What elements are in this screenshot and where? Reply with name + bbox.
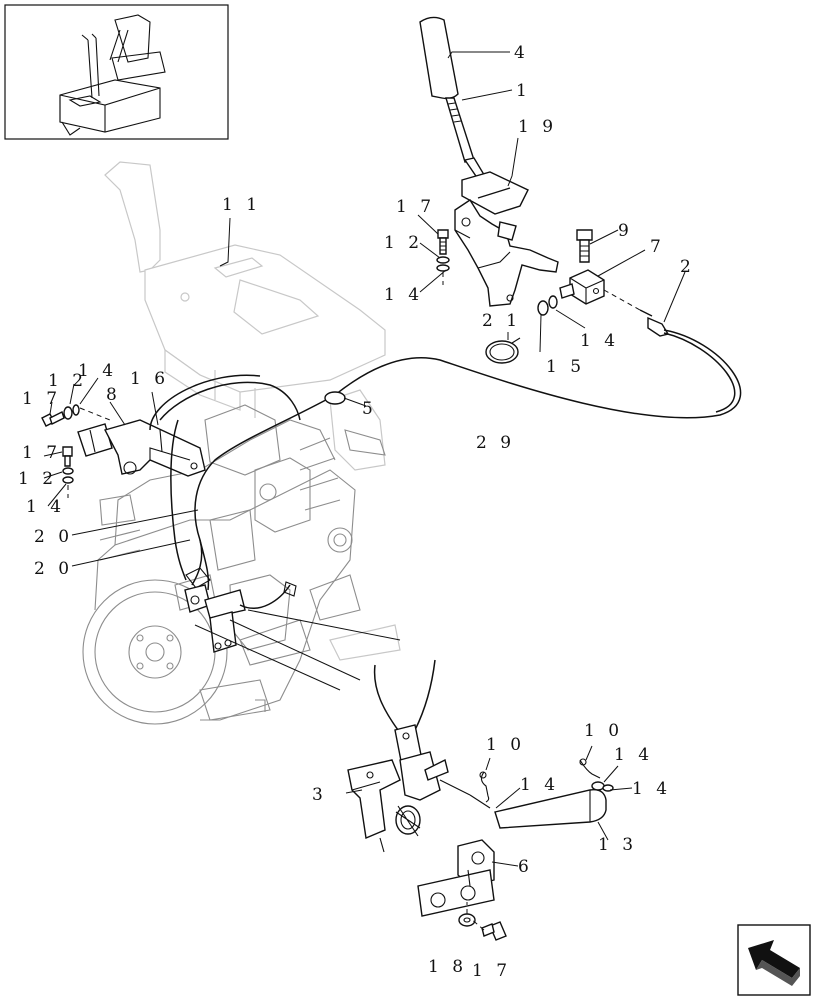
callout-20-upper: 2 0 xyxy=(34,527,73,547)
cable-routing-engine xyxy=(170,419,401,691)
washer-18[interactable] xyxy=(458,902,476,927)
callout-19: 1 9 xyxy=(518,117,557,137)
callout-12-top: 1 2 xyxy=(384,233,423,253)
machine-locator-thumbnail[interactable] xyxy=(4,4,229,140)
callout-8: 8 xyxy=(106,385,121,405)
cable-hose-lower xyxy=(373,659,436,731)
callout-17-left-lower: 1 7 xyxy=(22,443,61,463)
callout-14-left-lower: 1 4 xyxy=(26,497,65,517)
callout-21: 2 1 xyxy=(482,311,521,331)
callout-14-right-upper: 1 4 xyxy=(614,745,653,765)
callout-5: 5 xyxy=(362,399,377,419)
o-ring-15[interactable] xyxy=(537,295,558,316)
plate-6[interactable] xyxy=(417,839,495,917)
callout-12-left-upper: 1 2 xyxy=(48,371,87,391)
callout-18: 1 8 xyxy=(428,957,467,977)
callout-labels: 4 1 1 9 1 7 1 2 1 4 9 7 2 2 1 1 4 1 5 5 … xyxy=(18,43,695,981)
callout-3: 3 xyxy=(312,785,327,805)
callout-17-top: 1 7 xyxy=(396,197,435,217)
callout-16: 1 6 xyxy=(130,369,169,389)
callout-10-left: 1 0 xyxy=(486,735,525,755)
cotter-pin-10-right[interactable] xyxy=(579,758,601,779)
leader-lines xyxy=(43,51,686,867)
bolt-17-bottom[interactable] xyxy=(469,917,507,941)
callout-20-lower: 2 0 xyxy=(34,559,73,579)
link-rod-13[interactable] xyxy=(494,781,614,829)
cotter-pin-10-left[interactable] xyxy=(479,771,490,803)
bracket-3[interactable] xyxy=(347,759,401,853)
ghost-operator-console xyxy=(104,161,386,418)
callout-14-link: 1 4 xyxy=(520,775,559,795)
callout-6: 6 xyxy=(518,857,533,877)
actuator-lever-assembly[interactable] xyxy=(394,724,491,837)
pivot-block-7[interactable] xyxy=(559,269,641,311)
callout-17-bottom: 1 7 xyxy=(472,961,511,981)
bolt-17-left-lower[interactable] xyxy=(62,446,74,498)
callout-17-left-upper: 1 7 xyxy=(22,389,61,409)
bolt-17-top[interactable] xyxy=(436,229,450,285)
callout-14-left: 1 4 xyxy=(78,361,117,381)
callout-7: 7 xyxy=(650,237,665,257)
callout-4: 4 xyxy=(514,43,529,63)
clip-21[interactable] xyxy=(485,337,521,364)
callout-11: 1 1 xyxy=(222,195,261,215)
callout-14-block: 1 4 xyxy=(580,331,619,351)
control-cable-2[interactable] xyxy=(191,309,742,586)
callout-29: 2 9 xyxy=(476,433,515,453)
bolt-17-left-upper[interactable] xyxy=(41,404,111,427)
callout-15: 1 5 xyxy=(546,357,585,377)
ghost-hydraulic-block xyxy=(329,389,401,661)
arrow-navigation-icon[interactable] xyxy=(737,924,811,996)
callout-10-right: 1 0 xyxy=(584,721,623,741)
callout-9: 9 xyxy=(618,221,633,241)
callout-2: 2 xyxy=(680,257,695,277)
bolt-9[interactable] xyxy=(576,229,593,263)
callout-1: 1 xyxy=(516,81,531,101)
sensor-bracket-8[interactable] xyxy=(77,374,301,477)
callout-14-right-lower: 1 4 xyxy=(632,779,671,799)
callout-12-left-lower: 1 2 xyxy=(18,469,57,489)
callout-13: 1 3 xyxy=(598,835,637,855)
callout-14-top: 1 4 xyxy=(384,285,423,305)
shift-lever-assembly[interactable] xyxy=(419,16,559,307)
